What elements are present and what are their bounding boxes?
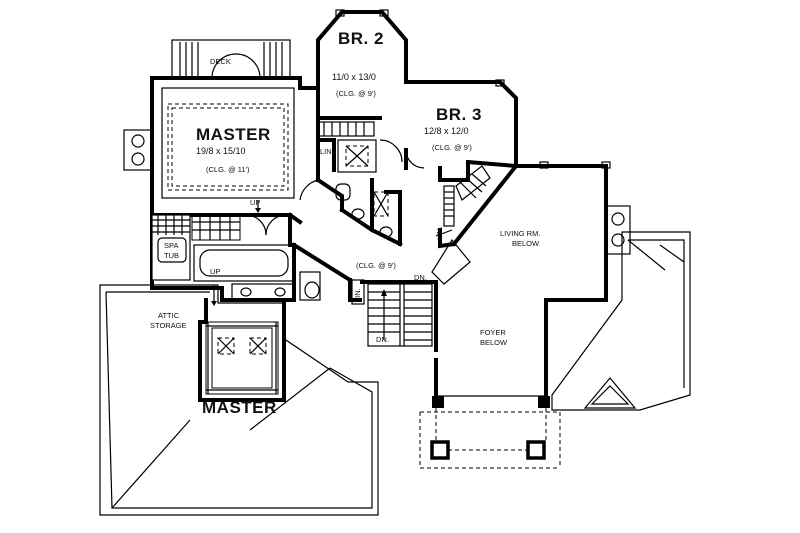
master-bath xyxy=(150,213,296,302)
br3-title: BR. 3 xyxy=(436,105,482,124)
living-label-1: LIVING RM. xyxy=(500,229,540,238)
spa-label-1: SPA xyxy=(164,241,178,250)
living-walls xyxy=(451,161,631,398)
attic-label-1: ATTIC xyxy=(158,311,180,320)
dn-label-stair: DN. xyxy=(414,273,427,282)
br2-title: BR. 2 xyxy=(338,29,384,48)
br3-dims: 12/8 x 12/0 xyxy=(424,126,469,136)
lin-label-br3: LIN. xyxy=(435,226,444,240)
up-label-bath: UP xyxy=(210,267,220,276)
staircase xyxy=(367,283,433,347)
foyer-walls xyxy=(419,358,561,469)
master-closet-title: MASTER xyxy=(202,398,277,417)
master-dims: 19/8 x 15/10 xyxy=(196,146,246,156)
right-roof-outline xyxy=(551,231,691,411)
lin-label-br2: LIN. xyxy=(320,147,334,156)
lin-label-hall: LIN. xyxy=(353,288,362,302)
br2-ceiling: (CLG. @ 9') xyxy=(336,89,376,98)
up-label-closet: UP xyxy=(250,198,260,207)
hall-ceiling: (CLG. @ 9') xyxy=(356,261,396,270)
deck-label: DECK xyxy=(210,57,231,66)
br2-walls xyxy=(316,9,408,182)
living-label-2: BELOW xyxy=(512,239,540,248)
br3-walls xyxy=(404,79,519,227)
foyer-label-2: BELOW xyxy=(480,338,508,347)
attic-label-2: STORAGE xyxy=(150,321,187,330)
hall-corridor xyxy=(287,212,471,352)
spa-label-2: TUB xyxy=(164,251,179,260)
foyer-label-1: FOYER xyxy=(480,328,506,337)
br2-dims: 11/0 x 13/0 xyxy=(332,72,376,82)
master-title: MASTER xyxy=(196,125,271,144)
dn-label-lower: DN. xyxy=(376,335,389,344)
hall-bath xyxy=(299,177,403,247)
br3-ceiling: (CLG. @ 9') xyxy=(432,143,472,152)
attic-closet xyxy=(198,285,286,402)
deck xyxy=(171,39,291,79)
master-ceiling: (CLG. @ 11') xyxy=(206,165,250,174)
left-roof-outline xyxy=(99,284,379,516)
